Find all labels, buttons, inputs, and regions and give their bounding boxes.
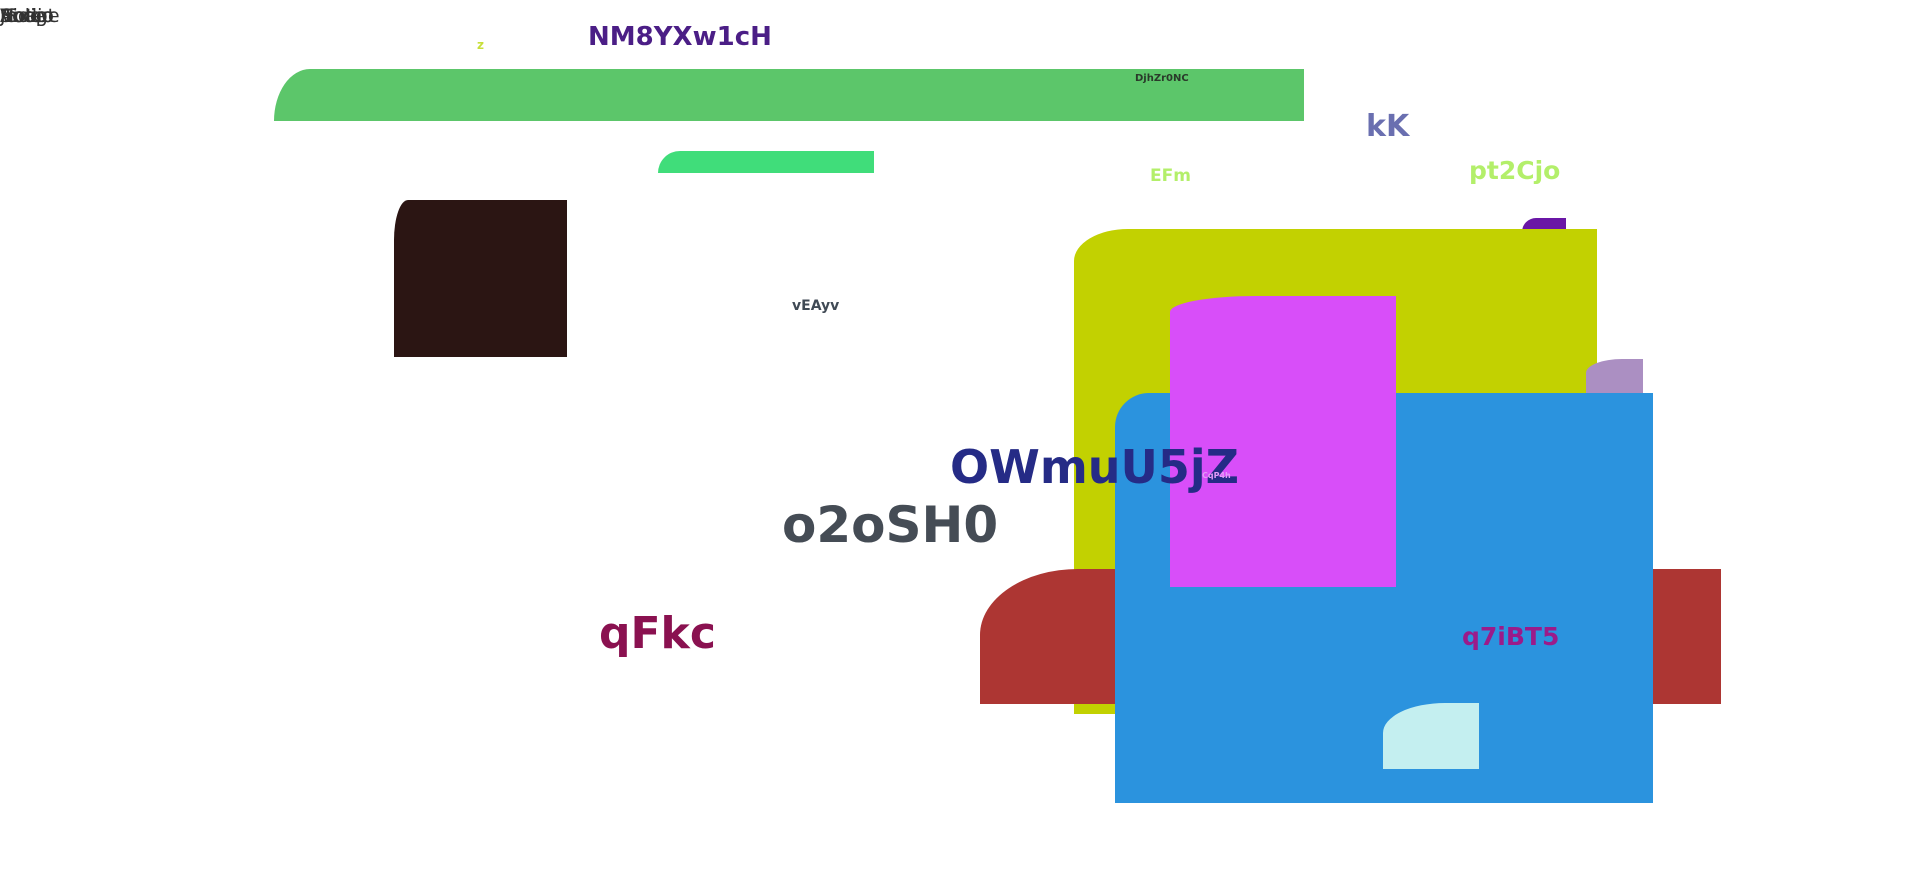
overlap-word: JS [0,5,18,27]
label-veayv: vEAyv [792,298,840,314]
overlap-word: Image [0,5,60,27]
purple-tab-shape [1522,218,1566,232]
label-q7ibt5: q7iBT5 [1462,622,1560,651]
magenta-panel [1170,296,1396,587]
label-nm8yxw1ch: NM8YXw1cH [588,22,772,52]
green-banner-shape [274,69,1304,121]
green-tab-shape [658,151,874,173]
label-efm: EFm [1150,166,1191,186]
label-tiny: CqP4h [1202,471,1231,480]
label-pt2cjo: pt2Cjo [1469,156,1561,185]
label-qfkc: qFkc [599,608,716,659]
label-o2osh0: o2oSH0 [782,496,999,554]
cyan-tab-shape [1383,703,1479,769]
overlap-word: Audio [0,5,55,27]
label-djhzr0nc: DjhZr0NC [1135,73,1189,84]
label-z: z [477,38,484,52]
overlap-word: Video [0,5,54,27]
label-kk: kK [1366,109,1410,144]
label-owmuu5jz: OWmuU5jZ [950,440,1240,494]
lilac-tab-shape [1586,359,1643,395]
overlap-word: Note [0,5,45,27]
dark-block-shape [394,200,567,357]
overlap-word: Script [0,5,56,27]
